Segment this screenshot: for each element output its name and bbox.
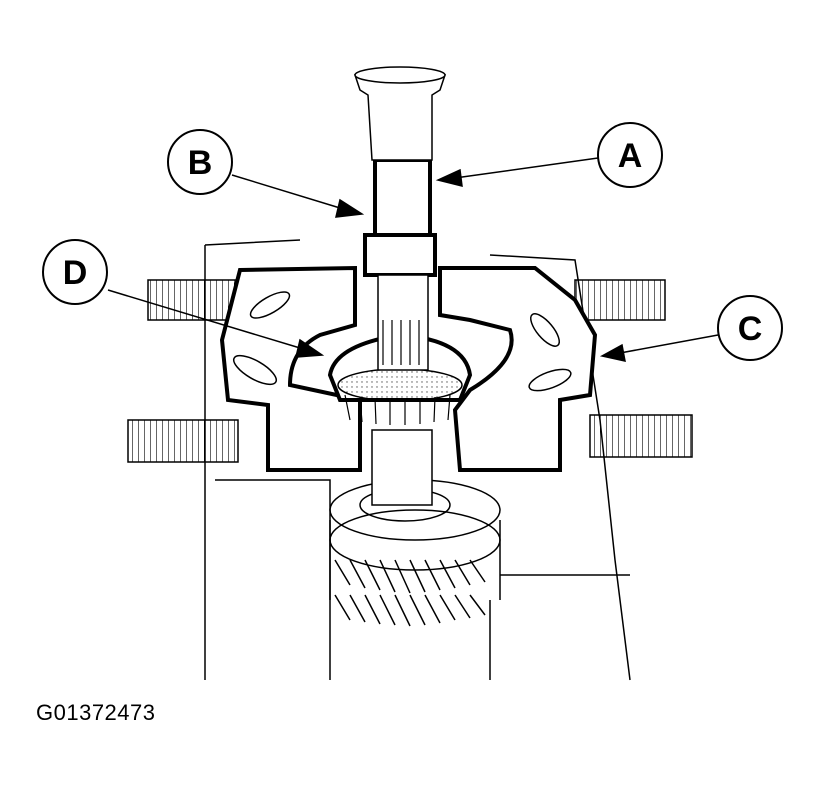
callout-a-label: A xyxy=(618,137,643,175)
bearing-separator xyxy=(219,265,598,472)
callout-d: D xyxy=(42,239,108,305)
press-ram xyxy=(353,66,447,161)
callout-a: A xyxy=(597,122,663,188)
callout-b: B xyxy=(167,129,233,195)
callout-c: C xyxy=(717,295,783,361)
figure-id: G01372473 xyxy=(36,700,156,725)
callout-c-label: C xyxy=(738,310,763,348)
shaft xyxy=(363,158,437,506)
callout-leaders xyxy=(107,157,719,362)
bolt-lower xyxy=(127,414,693,463)
callout-b-label: B xyxy=(188,144,213,182)
callout-d-label: D xyxy=(63,254,88,292)
